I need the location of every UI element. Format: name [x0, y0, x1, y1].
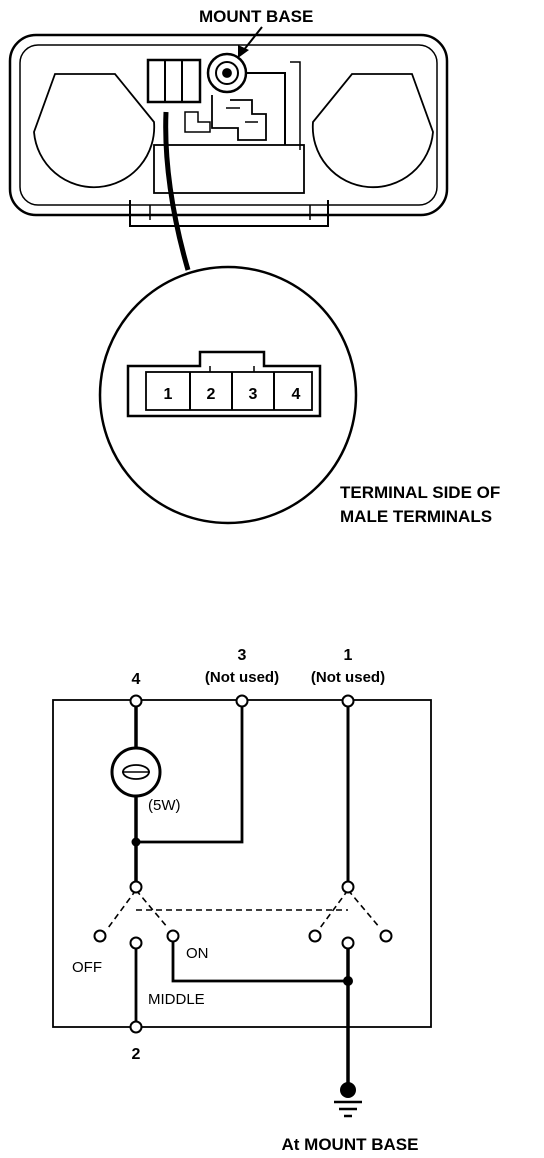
- light-housing: [8, 33, 449, 227]
- terminal-3-not-used: (Not used): [205, 669, 279, 686]
- terminal-side-label-line2: MALE TERMINALS: [340, 507, 492, 526]
- left-lens: [33, 73, 156, 189]
- housing-center-parts: [146, 52, 305, 194]
- bulb-5w: [110, 746, 162, 798]
- switch-levers: [107, 889, 381, 929]
- mount-base-label: MOUNT BASE: [199, 7, 313, 26]
- connector-pin-3: 3: [249, 386, 258, 403]
- bulb-rating-label: (5W): [148, 797, 181, 814]
- connector-face: [126, 350, 322, 418]
- terminal-3-label: 3: [238, 647, 247, 664]
- terminal-side-label-line1: TERMINAL SIDE OF: [340, 483, 500, 502]
- terminal-1-label: 1: [344, 647, 353, 664]
- junction-dots: [131, 837, 353, 986]
- schematic-contacts: [93, 694, 393, 1034]
- at-mount-base-label: At MOUNT BASE: [282, 1135, 419, 1154]
- terminal-2-label: 2: [132, 1046, 141, 1063]
- terminal-4-label: 4: [132, 671, 141, 688]
- connector-detail-circle: [98, 265, 358, 525]
- right-lens: [311, 73, 434, 189]
- switch-on-label: ON: [186, 945, 209, 962]
- ground-symbol: [334, 1082, 362, 1118]
- harness-wire: [163, 111, 191, 271]
- connector-pin-4: 4: [292, 386, 301, 403]
- switch-off-label: OFF: [72, 959, 102, 976]
- connector-pin-1: 1: [164, 386, 173, 403]
- connector-pin-2: 2: [207, 386, 216, 403]
- switch-middle-label: MIDDLE: [148, 991, 205, 1008]
- schematic-wires: [134, 706, 350, 1088]
- mount-base-arrow: [238, 26, 263, 58]
- terminal-1-not-used: (Not used): [311, 669, 385, 686]
